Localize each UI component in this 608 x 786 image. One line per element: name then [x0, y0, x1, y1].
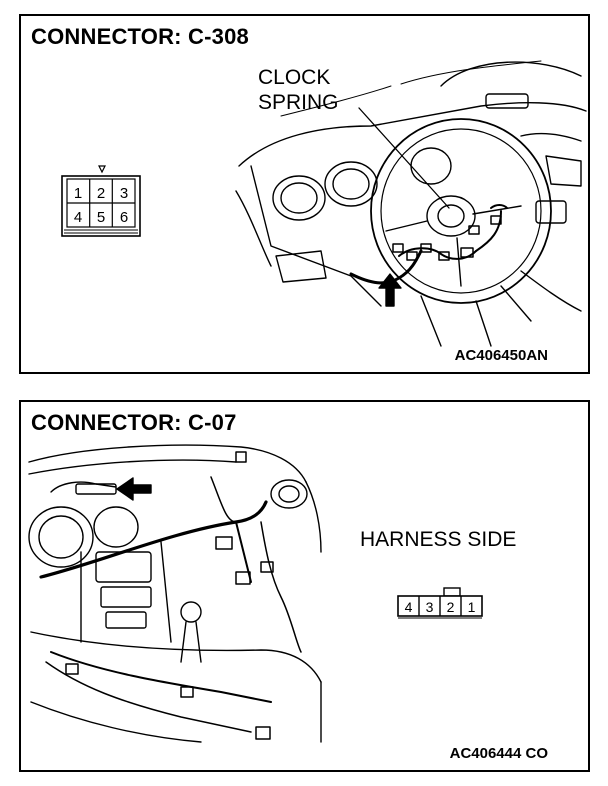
pin-label: 6 — [120, 209, 128, 226]
pin-label: 3 — [426, 599, 434, 615]
pin-label: 1 — [468, 599, 476, 615]
steering-wheel-illustration — [235, 60, 587, 347]
dashboard-harness-illustration — [28, 444, 322, 743]
connector-c07-pinout: 4 3 2 1 — [397, 587, 483, 619]
pin-label: 2 — [447, 599, 455, 615]
panel-title: CONNECTOR: C-07 — [31, 410, 237, 435]
pin-label: 1 — [74, 185, 82, 202]
connector-c308-pinout: 1 2 3 4 5 6 — [61, 165, 141, 237]
connector-c07-panel: CONNECTOR: C-07 — [19, 400, 590, 772]
panel-title: CONNECTOR: C-308 — [31, 24, 249, 49]
clock-spring-label-line2: SPRING — [258, 91, 339, 114]
pin-label: 2 — [97, 185, 105, 202]
figure-code: AC406444 CO — [449, 745, 548, 762]
figure-code: AC406450AN — [454, 347, 548, 364]
pin-label: 4 — [405, 599, 413, 615]
harness-side-label: HARNESS SIDE — [360, 528, 517, 551]
pin-label: 3 — [120, 185, 128, 202]
clock-spring-label-line1: CLOCK — [258, 66, 331, 89]
pin-label: 4 — [74, 209, 82, 226]
pin-label: 5 — [97, 209, 105, 226]
connector-c308-panel: CONNECTOR: C-308 — [19, 14, 590, 374]
